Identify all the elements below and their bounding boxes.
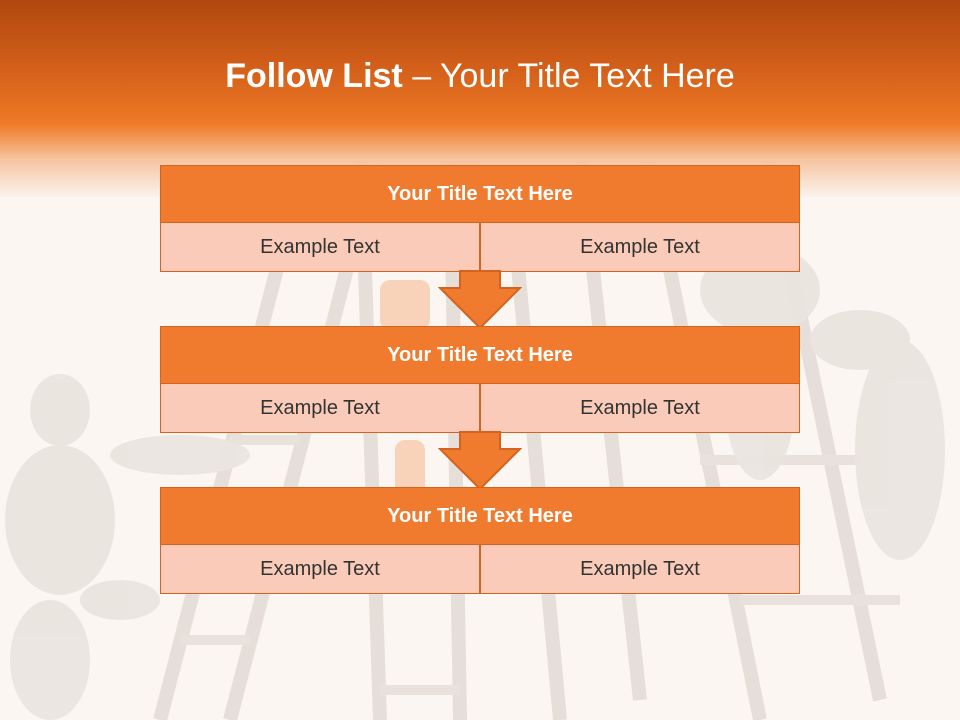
step-title: Your Title Text Here <box>160 487 800 545</box>
step-title: Your Title Text Here <box>160 326 800 384</box>
slide-title: Follow List – Your Title Text Here <box>0 52 960 100</box>
step-cell-right: Example Text <box>480 383 800 433</box>
step-cell-left: Example Text <box>160 544 480 594</box>
down-arrow-icon <box>438 270 522 330</box>
slide-title-rest: – Your Title Text Here <box>402 57 735 95</box>
step-cell-left: Example Text <box>160 383 480 433</box>
step-title: Your Title Text Here <box>160 165 800 223</box>
step-cell-right: Example Text <box>480 222 800 272</box>
down-arrow-icon <box>438 431 522 491</box>
step-cell-right: Example Text <box>480 544 800 594</box>
step-cell-left: Example Text <box>160 222 480 272</box>
slide-title-bold: Follow List <box>225 57 403 95</box>
